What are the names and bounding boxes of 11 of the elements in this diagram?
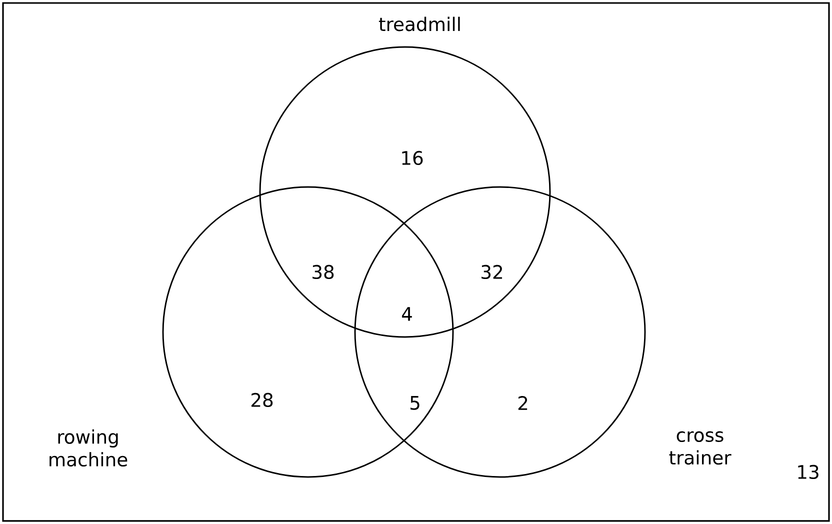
region-count: 32 bbox=[482, 264, 502, 280]
region-count: 28 bbox=[252, 392, 273, 408]
set-label: treadmill bbox=[378, 16, 460, 32]
outside-count: 13 bbox=[798, 464, 818, 480]
region-count: 4 bbox=[402, 307, 412, 321]
set-label: rowing machine bbox=[50, 429, 128, 467]
region-count: 38 bbox=[312, 264, 334, 280]
set-label: cross trainer bbox=[669, 431, 732, 465]
region-count: 2 bbox=[518, 396, 528, 410]
region-count: 16 bbox=[402, 150, 423, 166]
region-count: 5 bbox=[410, 396, 420, 410]
